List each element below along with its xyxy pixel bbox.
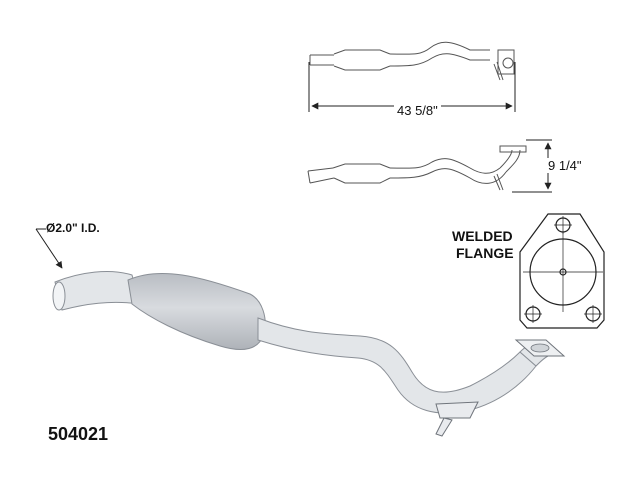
flange-label-line2: FLANGE <box>456 245 514 261</box>
length-dimension: 43 5/8" <box>394 103 441 118</box>
height-dimension: 9 1/4" <box>546 158 584 173</box>
part-number: 504021 <box>48 424 109 444</box>
diameter-leader <box>35 228 63 269</box>
main-exhaust-pipe <box>52 270 566 437</box>
side-view-pipe <box>307 145 527 191</box>
flange-detail <box>519 213 605 329</box>
flange-label-line1: WELDED <box>452 228 513 244</box>
top-view-pipe <box>309 41 515 81</box>
inner-diameter-label: Ø2.0" I.D. <box>46 221 100 235</box>
